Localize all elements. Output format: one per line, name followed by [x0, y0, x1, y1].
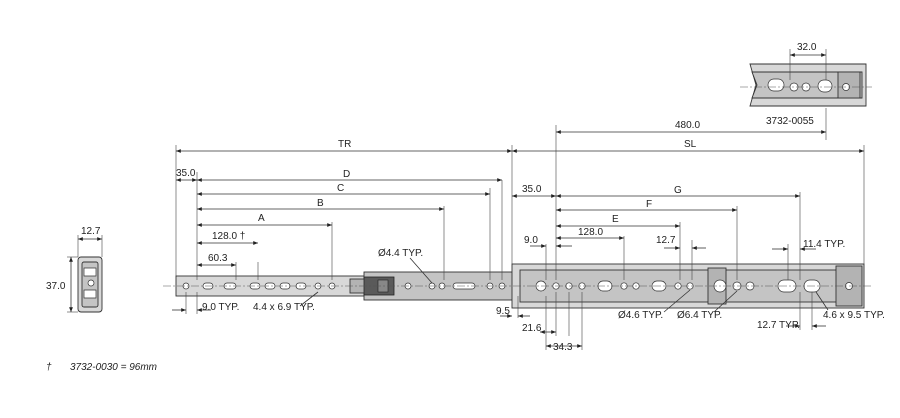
dim-f: F	[646, 199, 652, 210]
dim-11-4-typ: 11.4 TYP.	[803, 239, 845, 250]
dim-35-right: 35.0	[522, 184, 542, 195]
dim-9-5: 9.5	[496, 306, 510, 317]
dim-35-left: 35.0	[176, 168, 196, 179]
dim-e: E	[612, 214, 619, 225]
dim-g: G	[674, 185, 682, 196]
dim-34-3: 34.3	[553, 342, 573, 353]
label-hole-4-6: Ø4.6 TYP.	[618, 310, 663, 321]
dim-60-3: 60.3	[208, 253, 228, 264]
dim-tr: TR	[338, 139, 351, 150]
dim-32: 32.0	[797, 42, 817, 53]
dim-a: A	[258, 213, 265, 224]
end-view: 12.7 37.0	[46, 226, 103, 313]
footnote-symbol: †	[46, 362, 52, 373]
part-number-0055: 3732-0055	[766, 116, 814, 127]
dim-9-right: 9.0	[524, 235, 538, 246]
label-hole-4-4: Ø4.4 TYP.	[378, 248, 423, 259]
dim-c: C	[337, 183, 344, 194]
dim-9-typ: 9.0 TYP.	[202, 302, 239, 313]
dim-end-height: 37.0	[46, 281, 66, 292]
upper-dimensions: 480.0 TR SL 35.0 D C B A 128.0 † 60.3	[175, 108, 865, 280]
dim-128-right: 128.0	[578, 227, 603, 238]
dim-21-6: 21.6	[522, 323, 542, 334]
dim-d: D	[343, 169, 350, 180]
dim-sl: SL	[684, 139, 697, 150]
detail-view: 32.0 3732-0055	[740, 42, 872, 127]
dim-12-7-right: 12.7	[656, 235, 676, 246]
lower-dimensions: 9.0 TYP. 4.4 x 6.9 TYP. Ø4.4 TYP. 9.5 21…	[172, 248, 885, 353]
footnote: † 3732-0030 = 96mm	[46, 362, 157, 373]
dim-128-dagger: 128.0 †	[212, 231, 245, 242]
label-slot-4-6: 4.6 x 9.5 TYP.	[823, 310, 885, 321]
label-hole-6-4: Ø6.4 TYP.	[677, 310, 722, 321]
label-slot-4-4: 4.4 x 6.9 TYP.	[253, 302, 315, 313]
footnote-text: 3732-0030 = 96mm	[70, 362, 157, 373]
dim-b: B	[317, 198, 324, 209]
slide-body	[163, 263, 872, 309]
dim-480: 480.0	[675, 120, 700, 131]
dim-12-7-typ: 12.7 TYP.	[757, 320, 800, 331]
dim-end-width: 12.7	[81, 226, 101, 237]
